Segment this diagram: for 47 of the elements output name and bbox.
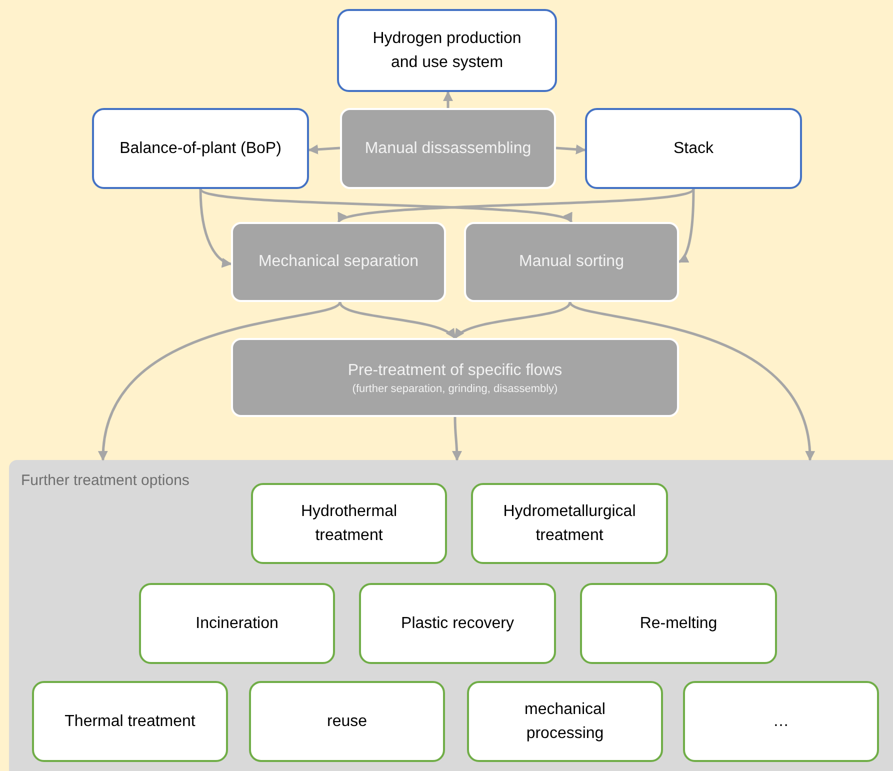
node-label: mechanical processing bbox=[524, 700, 606, 744]
arrow bbox=[678, 188, 695, 264]
process-box bbox=[231, 338, 679, 417]
node-label: … bbox=[773, 712, 789, 732]
node-label: Manual sorting bbox=[519, 252, 624, 272]
option-box bbox=[359, 583, 556, 664]
panel-title: Further treatment options bbox=[21, 471, 190, 491]
system-box bbox=[92, 108, 309, 189]
process-box bbox=[231, 222, 446, 302]
node-label: Re-melting bbox=[640, 614, 718, 634]
node-subtitle: (further separation, grinding, disassembly) bbox=[352, 382, 558, 396]
arrow bbox=[338, 301, 456, 339]
arrow bbox=[443, 91, 453, 108]
arrow bbox=[199, 188, 232, 267]
arrow bbox=[556, 144, 586, 154]
system-box bbox=[585, 108, 802, 189]
node-label: Incineration bbox=[196, 614, 278, 634]
node-label: Plastic recovery bbox=[401, 614, 514, 634]
option-box bbox=[139, 583, 335, 664]
option-box bbox=[249, 681, 445, 762]
option-box bbox=[580, 583, 777, 664]
option-box bbox=[467, 681, 663, 762]
process-box bbox=[340, 108, 556, 189]
arrow bbox=[200, 188, 572, 224]
arrow bbox=[452, 416, 462, 461]
arrow bbox=[569, 301, 814, 461]
arrow bbox=[308, 144, 340, 154]
options-panel bbox=[9, 460, 893, 771]
option-box bbox=[471, 483, 668, 564]
node-label: Pre-treatment of specific flows bbox=[348, 360, 562, 381]
arrow bbox=[454, 301, 572, 339]
option-box bbox=[683, 681, 879, 762]
arrow bbox=[99, 301, 341, 461]
node-label: Balance-of-plant (BoP) bbox=[120, 138, 282, 159]
system-box bbox=[337, 9, 557, 92]
process-box bbox=[464, 222, 679, 302]
arrow bbox=[338, 188, 694, 224]
node-label: Stack bbox=[673, 138, 714, 159]
node-label: reuse bbox=[326, 712, 368, 732]
option-box bbox=[251, 483, 447, 564]
node-label: Thermal treatment bbox=[64, 712, 196, 732]
node-label: Mechanical separation bbox=[258, 252, 419, 272]
node-label: Hydrothermal treatment bbox=[300, 502, 398, 546]
node-label: Manual dissassembling bbox=[364, 138, 532, 159]
option-box bbox=[32, 681, 228, 762]
node-label: Hydrogen production and use system bbox=[372, 29, 522, 72]
node-label: Hydrometallurgical treatment bbox=[502, 502, 637, 546]
